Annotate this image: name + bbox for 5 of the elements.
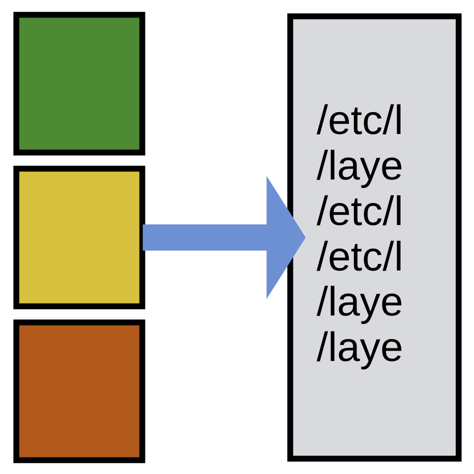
arrow [142,175,306,298]
node-box: /etc/l /laye /etc/l /etc/l /laye /laye [286,12,462,462]
node-box [12,11,145,155]
node-box [12,165,145,309]
node-box [12,319,145,463]
